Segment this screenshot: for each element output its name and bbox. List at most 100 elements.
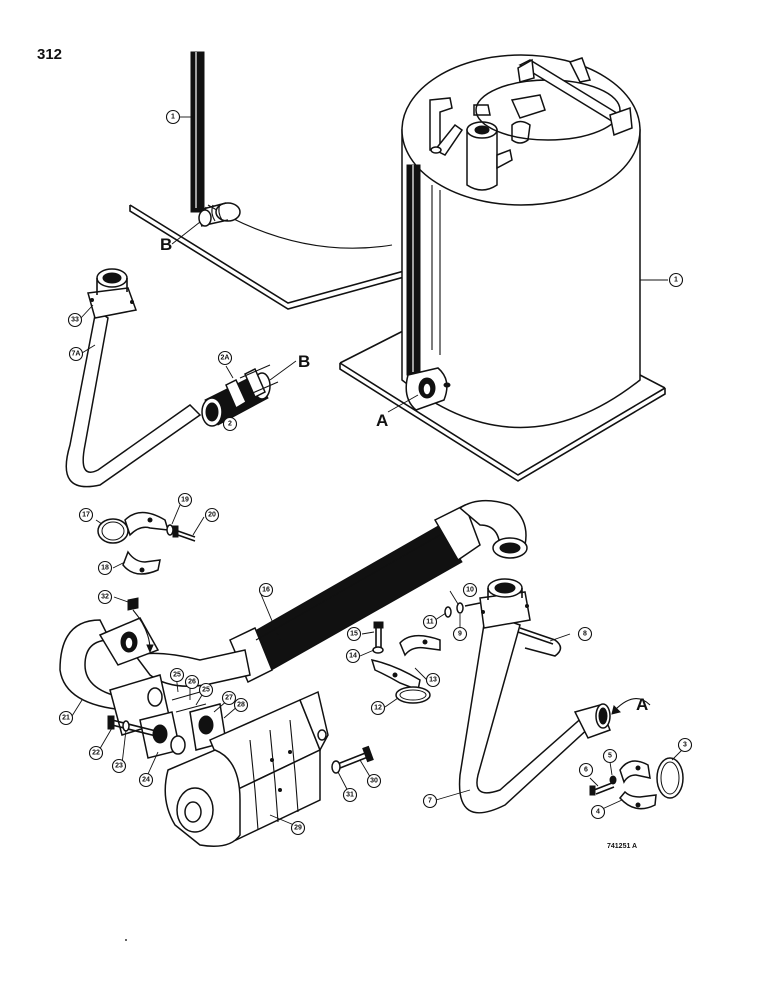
callout-11: 11 (422, 614, 438, 630)
flange-clamp-18 (97, 511, 196, 575)
callout-12: 12 (370, 700, 386, 716)
plug-32 (127, 597, 154, 654)
callout-20: 20 (204, 507, 220, 523)
svg-text:32: 32 (101, 594, 109, 601)
letter-b-coupling: B (298, 352, 310, 371)
tank-base-detail (129, 51, 416, 310)
callout-2: 2 (222, 416, 238, 432)
svg-text:4: 4 (596, 809, 600, 816)
svg-text:22: 22 (92, 750, 100, 757)
suction-tube-7a (65, 268, 202, 488)
callout-4: 4 (590, 804, 606, 820)
flange-33 (87, 287, 138, 319)
gear-pump-29 (164, 690, 329, 847)
svg-text:21: 21 (62, 715, 70, 722)
svg-text:5: 5 (608, 753, 612, 760)
return-tube-7 (458, 578, 651, 814)
hose-16 (229, 499, 528, 684)
callout-7a: 7A (68, 346, 84, 362)
page-number: 312 (37, 46, 63, 63)
u-bolt-8 (517, 627, 562, 657)
callout-31: 31 (342, 787, 358, 803)
svg-text:1: 1 (171, 114, 175, 121)
callout-33: 33 (67, 312, 83, 328)
svg-text:31: 31 (346, 792, 354, 799)
washer-19 (166, 524, 174, 536)
callout-5: 5 (602, 748, 618, 764)
callout-9: 9 (452, 626, 468, 642)
svg-text:18: 18 (101, 565, 109, 572)
svg-text:10: 10 (466, 587, 474, 594)
svg-text:1: 1 (674, 277, 678, 284)
svg-text:15: 15 (350, 631, 358, 638)
svg-text:26: 26 (188, 679, 196, 686)
bolt-22 (107, 715, 161, 738)
svg-text:27: 27 (225, 695, 233, 702)
hose-coupling-2 (201, 364, 279, 427)
callout-19: 19 (177, 492, 193, 508)
return-hose-1 (190, 51, 205, 213)
svg-text:25: 25 (173, 672, 181, 679)
callout-16: 16 (258, 582, 274, 598)
callout-32: 32 (97, 589, 113, 605)
hose-fitting-b (198, 202, 241, 227)
flange-clamp-13 (370, 621, 441, 704)
svg-text:28: 28 (237, 702, 245, 709)
pump-manifold (109, 674, 227, 759)
callout-24: 24 (138, 772, 154, 788)
callout-13: 13 (425, 672, 441, 688)
callout-29: 29 (290, 820, 306, 836)
callout-25a: 25 (169, 667, 185, 683)
svg-text:19: 19 (181, 497, 189, 504)
reservoir-tank (339, 54, 666, 482)
clamp-2a (225, 378, 247, 410)
callout-25b: 25 (198, 682, 214, 698)
callout-14: 14 (345, 648, 361, 664)
svg-text:30: 30 (370, 778, 378, 785)
callout-28: 28 (233, 697, 249, 713)
svg-text:24: 24 (142, 777, 150, 784)
callout-2a: 2A (217, 350, 233, 366)
callout-1a: 1 (165, 109, 181, 125)
letter-a-tank: A (376, 411, 388, 430)
letter-b-hose: B (160, 235, 172, 254)
svg-text:7: 7 (428, 798, 432, 805)
callout-26: 26 (184, 674, 200, 690)
callout-1b: 1 (668, 272, 684, 288)
svg-text:7A: 7A (72, 351, 81, 358)
tank-outlet-flange-a (405, 367, 448, 411)
callout-15: 15 (346, 626, 362, 642)
tank-top-fittings (429, 57, 633, 191)
svg-text:23: 23 (115, 763, 123, 770)
callout-3: 3 (677, 737, 693, 753)
svg-text:14: 14 (349, 653, 357, 660)
svg-text:12: 12 (374, 705, 382, 712)
callout-30: 30 (366, 773, 382, 789)
callout-10: 10 (462, 582, 478, 598)
callout-8: 8 (577, 626, 593, 642)
svg-text:2A: 2A (221, 355, 230, 362)
callout-27: 27 (221, 690, 237, 706)
washer-31 (331, 760, 341, 774)
svg-text:2: 2 (228, 421, 232, 428)
figure-id: 741251 A (607, 843, 638, 850)
callout-7: 7 (422, 793, 438, 809)
svg-text:17: 17 (82, 512, 90, 519)
callout-6: 6 (578, 762, 594, 778)
bolt-30 (331, 745, 374, 774)
pump-inlet-tube-21 (59, 617, 251, 711)
svg-text:6: 6 (584, 767, 588, 774)
svg-text:33: 33 (71, 317, 79, 324)
callout-21: 21 (58, 710, 74, 726)
svg-text:3: 3 (683, 742, 687, 749)
svg-text:8: 8 (583, 631, 587, 638)
letter-a-tube: A (636, 695, 648, 714)
callout-22: 22 (88, 745, 104, 761)
svg-text:9: 9 (458, 631, 462, 638)
clamp-hardware-9-11 (444, 602, 481, 618)
svg-text:25: 25 (202, 687, 210, 694)
svg-text:13: 13 (429, 677, 437, 684)
svg-text:11: 11 (426, 619, 434, 626)
washer-5 (609, 775, 617, 785)
